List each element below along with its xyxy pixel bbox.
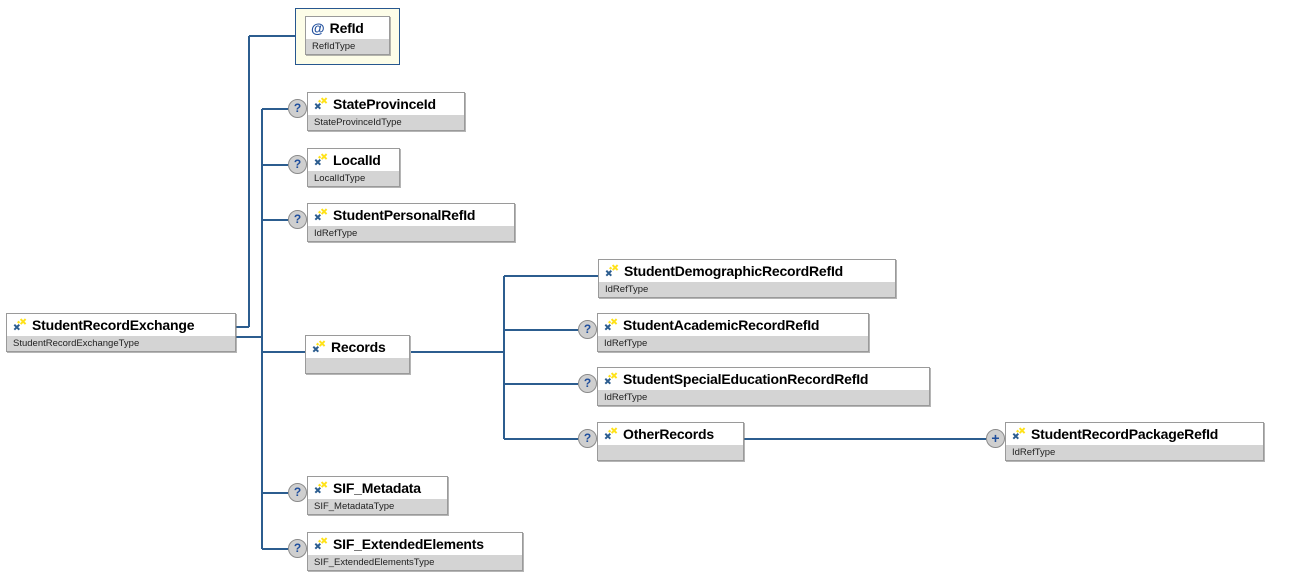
node-label: StudentRecordPackageRefId: [1031, 425, 1219, 442]
element-sparkle-icon: [313, 536, 328, 551]
node-stateprovinceid[interactable]: StateProvinceId StateProvinceIdType: [307, 92, 465, 131]
node-sif-metadata[interactable]: SIF_Metadata SIF_MetadataType: [307, 476, 448, 515]
optional-marker-studentpersonalrefid[interactable]: ?: [288, 210, 307, 229]
node-type: IdRefType: [598, 335, 868, 351]
element-sparkle-icon: [603, 426, 618, 441]
node-label: LocalId: [333, 151, 381, 168]
expand-marker-studentrecordpackagerefid[interactable]: +: [986, 429, 1005, 448]
attribute-at-icon: @: [311, 19, 325, 36]
node-otherrecords[interactable]: OtherRecords: [597, 422, 744, 461]
node-header: StudentPersonalRefId: [308, 204, 514, 225]
node-header: OtherRecords: [598, 423, 743, 444]
optional-marker-localid[interactable]: ?: [288, 155, 307, 174]
element-sparkle-icon: [603, 317, 618, 332]
node-type: IdRefType: [599, 281, 895, 297]
node-header: Records: [306, 336, 409, 357]
element-sparkle-icon: [1011, 426, 1026, 441]
node-records[interactable]: Records: [305, 335, 410, 374]
node-label: RefId: [329, 19, 364, 36]
node-header: LocalId: [308, 149, 399, 170]
node-header: StateProvinceId: [308, 93, 464, 114]
node-studentrecordpackagerefid[interactable]: StudentRecordPackageRefId IdRefType: [1005, 422, 1264, 461]
node-header: StudentAcademicRecordRefId: [598, 314, 868, 335]
node-studentacademicrecordrefid[interactable]: StudentAcademicRecordRefId IdRefType: [597, 313, 869, 352]
node-header: @ RefId: [306, 17, 389, 38]
node-label: StudentSpecialEducationRecordRefId: [623, 370, 869, 387]
node-studentspecialeducationrecordrefid[interactable]: StudentSpecialEducationRecordRefId IdRef…: [597, 367, 930, 406]
node-type: SIF_MetadataType: [308, 498, 447, 514]
node-label: SIF_ExtendedElements: [333, 535, 484, 552]
node-type: [306, 357, 409, 373]
node-header: StudentDemographicRecordRefId: [599, 260, 895, 281]
optional-marker-sif-metadata[interactable]: ?: [288, 483, 307, 502]
node-label: StudentRecordExchange: [32, 316, 195, 333]
element-sparkle-icon: [313, 96, 328, 111]
node-label: OtherRecords: [623, 425, 714, 442]
element-sparkle-icon: [313, 152, 328, 167]
optional-marker-studentacademicrecordrefid[interactable]: ?: [578, 320, 597, 339]
node-type: LocalIdType: [308, 170, 399, 186]
node-studentdemographicrecordrefid[interactable]: StudentDemographicRecordRefId IdRefType: [598, 259, 896, 298]
node-header: SIF_Metadata: [308, 477, 447, 498]
node-type: StudentRecordExchangeType: [7, 335, 235, 351]
node-type: StateProvinceIdType: [308, 114, 464, 130]
node-label: SIF_Metadata: [333, 479, 421, 496]
optional-marker-studentspecialeducationrecordrefid[interactable]: ?: [578, 374, 597, 393]
node-type: IdRefType: [598, 389, 929, 405]
element-sparkle-icon: [313, 207, 328, 222]
element-sparkle-icon: [604, 263, 619, 278]
node-type: RefIdType: [306, 38, 389, 54]
node-studentpersonalrefid[interactable]: StudentPersonalRefId IdRefType: [307, 203, 515, 242]
optional-marker-otherrecords[interactable]: ?: [578, 429, 597, 448]
node-sif-extendedelements[interactable]: SIF_ExtendedElements SIF_ExtendedElement…: [307, 532, 523, 571]
element-sparkle-icon: [311, 339, 326, 354]
node-header: StudentRecordPackageRefId: [1006, 423, 1263, 444]
node-header: SIF_ExtendedElements: [308, 533, 522, 554]
node-refid[interactable]: @ RefId RefIdType: [305, 16, 390, 55]
node-header: StudentRecordExchange: [7, 314, 235, 335]
node-studentrecordexchange[interactable]: StudentRecordExchange StudentRecordExcha…: [6, 313, 236, 352]
node-type: IdRefType: [308, 225, 514, 241]
node-label: StudentDemographicRecordRefId: [624, 262, 843, 279]
element-sparkle-icon: [603, 371, 618, 386]
optional-marker-stateprovinceid[interactable]: ?: [288, 99, 307, 118]
node-label: StudentPersonalRefId: [333, 206, 476, 223]
node-type: [598, 444, 743, 460]
node-type: SIF_ExtendedElementsType: [308, 554, 522, 570]
element-sparkle-icon: [313, 480, 328, 495]
element-sparkle-icon: [12, 317, 27, 332]
node-header: StudentSpecialEducationRecordRefId: [598, 368, 929, 389]
node-label: StudentAcademicRecordRefId: [623, 316, 820, 333]
optional-marker-sif-extendedelements[interactable]: ?: [288, 539, 307, 558]
node-type: IdRefType: [1006, 444, 1263, 460]
node-label: StateProvinceId: [333, 95, 436, 112]
node-localid[interactable]: LocalId LocalIdType: [307, 148, 400, 187]
node-label: Records: [331, 338, 386, 355]
